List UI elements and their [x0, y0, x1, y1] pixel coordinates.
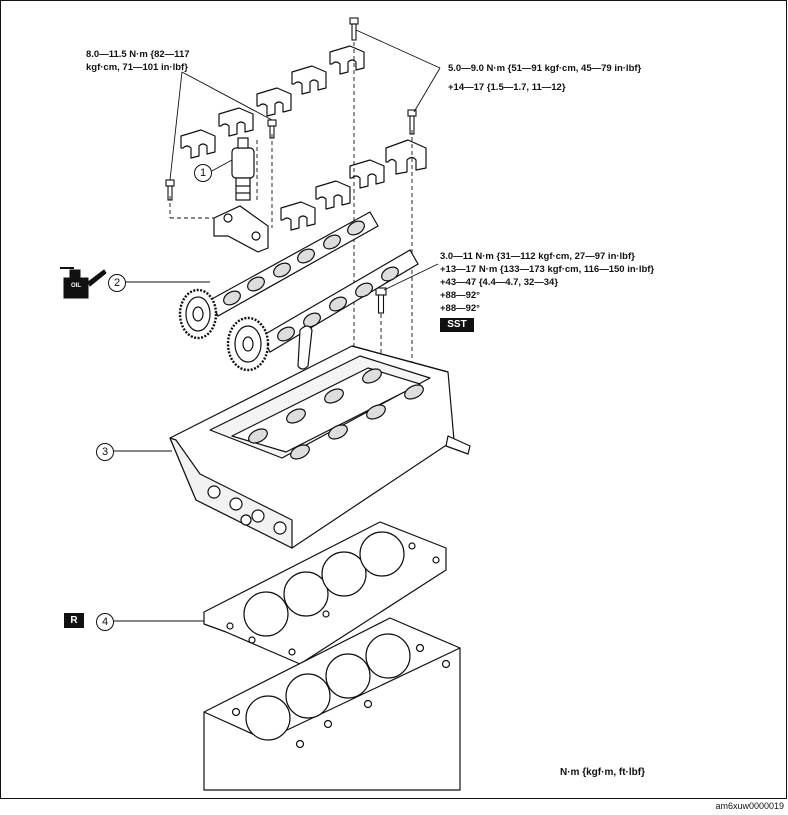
- torque-head-line-1: 3.0—11 N·m {31—112 kgf·cm, 27—97 in·lbf}: [440, 251, 635, 262]
- cylinder-head-gasket: [203, 521, 447, 665]
- torque-head-line-2: +13—17 N·m {133—173 kgf·cm, 116—150 in·l…: [440, 264, 655, 275]
- callout-4: 4: [96, 613, 114, 631]
- cylinder-block: [203, 617, 461, 791]
- units-note: N·m {kgf·m, ft·lbf}: [560, 767, 645, 778]
- torque-ocv-line-2: kgf·cm, 71—101 in·lbf}: [86, 62, 188, 73]
- sst-badge: SST: [440, 318, 474, 332]
- torque-label-cap-bolt: 5.0—9.0 N·m {51—91 kgf·cm, 45—79 in·lbf}…: [448, 62, 641, 94]
- oil-control-valve: [231, 137, 255, 201]
- exhaust-camshaft: [261, 249, 419, 353]
- camshaft-sprocket-exhaust: [226, 316, 270, 372]
- cylinder-head: [169, 345, 471, 549]
- callout-2: 2: [108, 274, 126, 292]
- figure-id: am6xuw0000019: [715, 801, 784, 811]
- timing-chain-guide-pin: [297, 325, 313, 370]
- leader-lines: [112, 29, 441, 622]
- camshaft-cap-set-upper: [180, 45, 365, 159]
- torque-head-line-3: +43—47 {4.4—4.7, 32—34}: [440, 277, 559, 288]
- torque-head-line-5: +88—92°: [440, 303, 480, 314]
- callout-1: 1: [194, 164, 212, 182]
- torque-head-line-4: +88—92°: [440, 290, 480, 301]
- intake-camshaft: [209, 211, 379, 317]
- torque-cap-line-1: 5.0—9.0 N·m {51—91 kgf·cm, 45—79 in·lbf}: [448, 63, 642, 74]
- callout-3: 3: [96, 443, 114, 461]
- torque-label-head-bolt: 3.0—11 N·m {31—112 kgf·cm, 27—97 in·lbf}…: [440, 250, 654, 315]
- valve-bracket: [213, 205, 269, 253]
- torque-cap-line-2: +14—17 {1.5—1.7, 11—12}: [448, 82, 566, 93]
- oil-icon-label: OIL: [71, 283, 81, 289]
- replace-badge: R: [64, 613, 84, 628]
- camshaft-sprocket-intake: [178, 288, 218, 340]
- torque-ocv-line-1: 8.0—11.5 N·m {82—117: [86, 49, 190, 60]
- camshaft-cap-set-lower: [280, 139, 427, 231]
- oil-can-icon: [60, 267, 107, 299]
- torque-label-ocv-bolt: 8.0—11.5 N·m {82—117 kgf·cm, 71—101 in·l…: [86, 48, 190, 74]
